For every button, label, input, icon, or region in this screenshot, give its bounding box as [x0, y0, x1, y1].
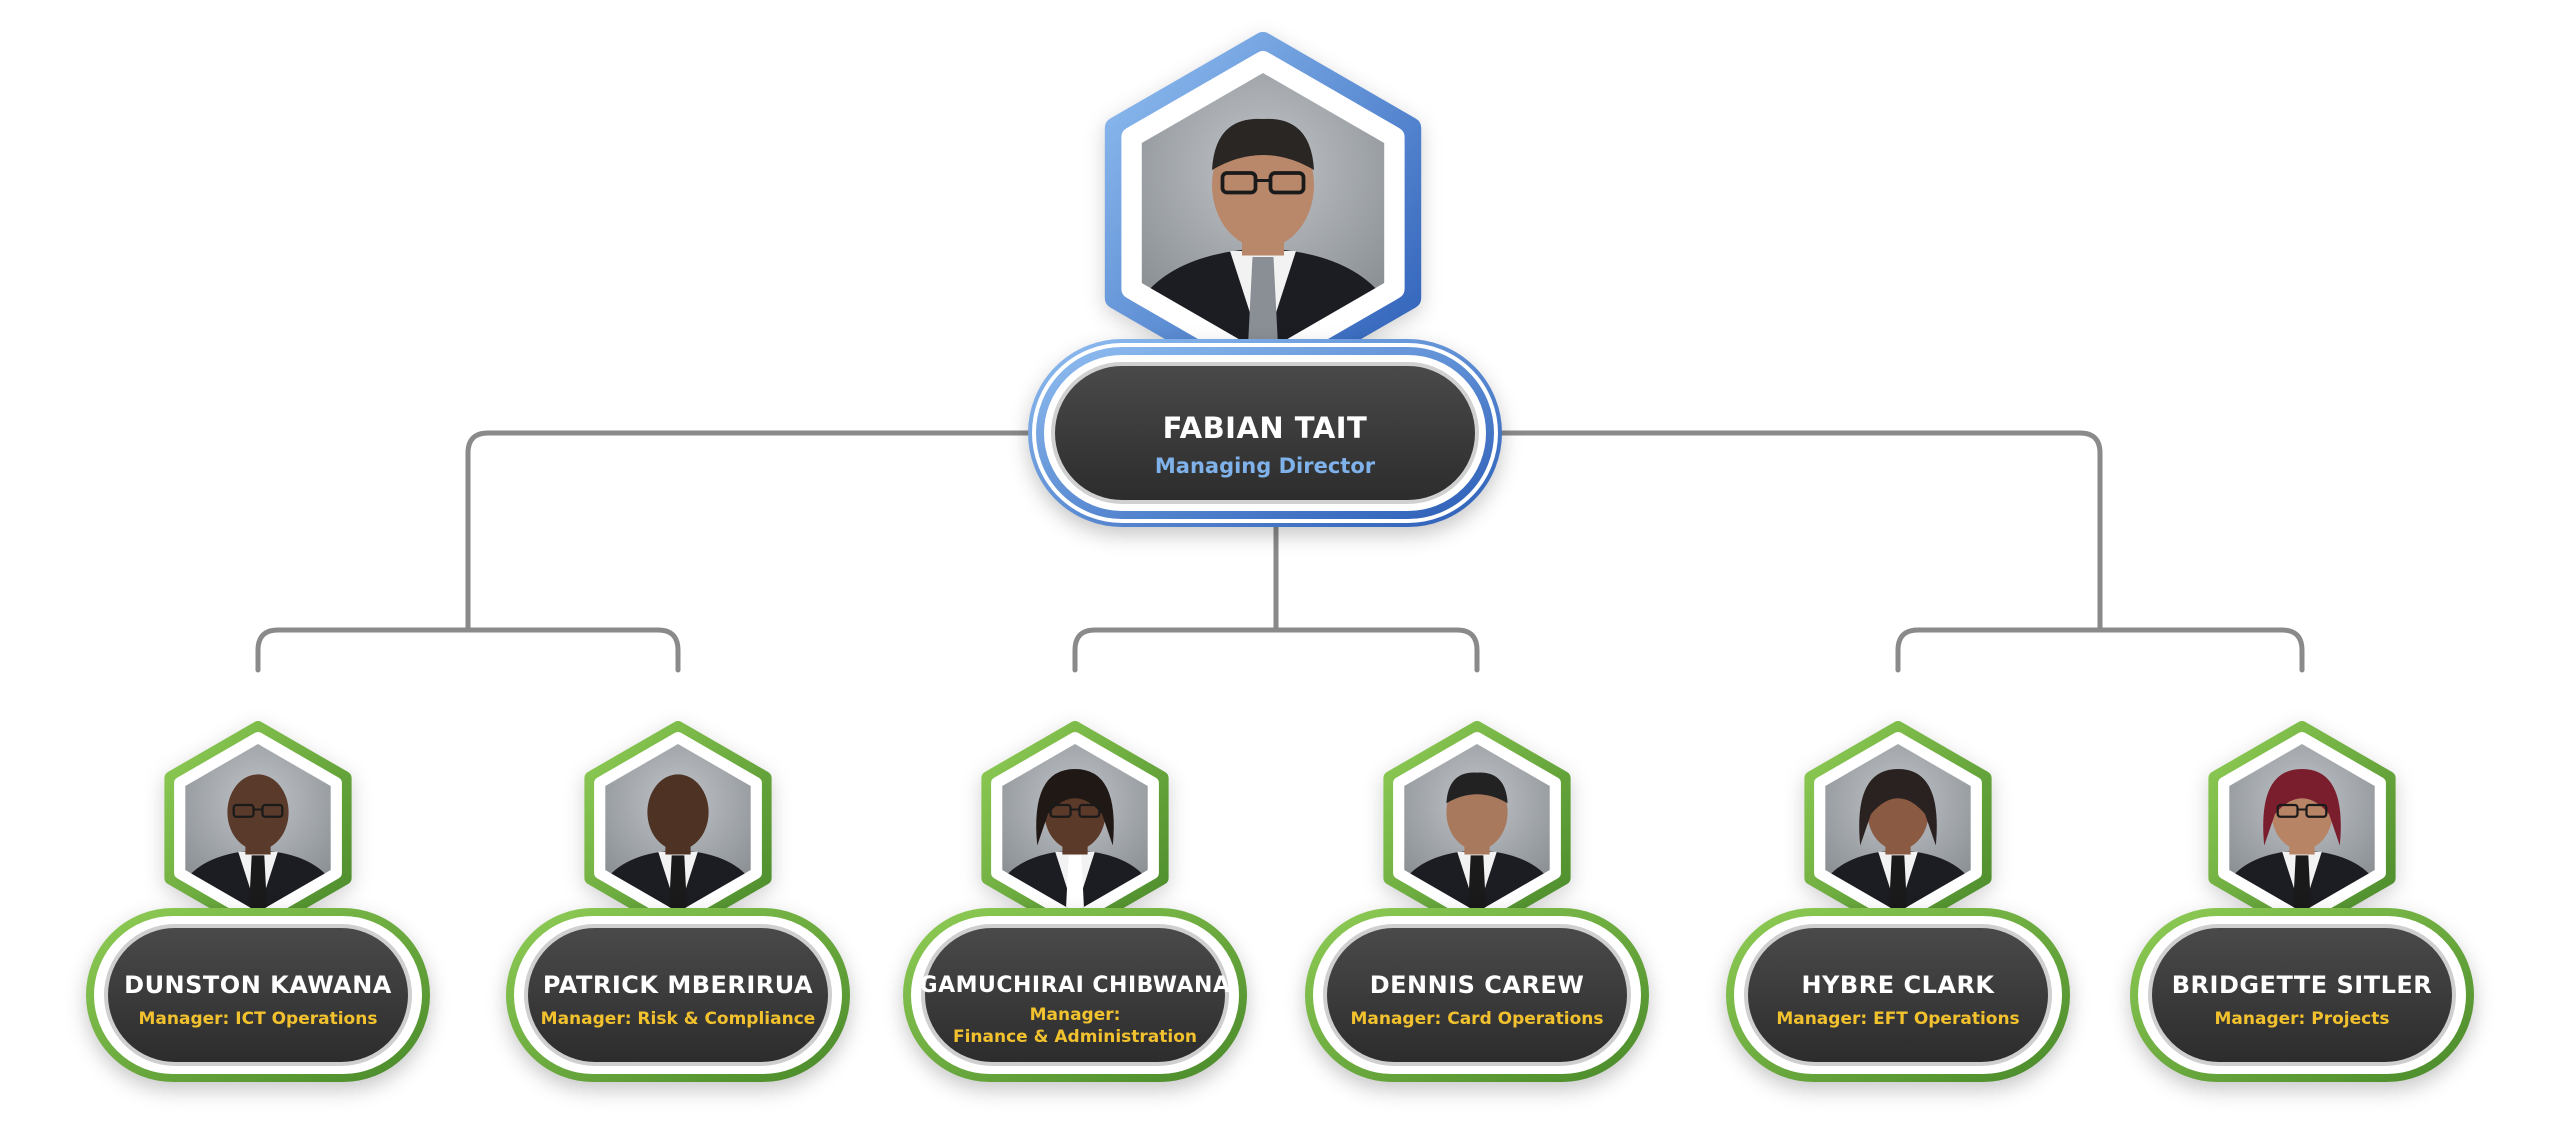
- connector-bar-group-2: [1072, 627, 1480, 673]
- manager-card: [1726, 908, 2070, 1082]
- manager-nodes: DUNSTON KAWANA Manager: ICT Operations PAT…: [86, 721, 2474, 1082]
- manager-name: DUNSTON KAWANA: [124, 971, 392, 999]
- manager-name: DENNIS CAREW: [1370, 971, 1585, 999]
- manager-card: [506, 908, 850, 1082]
- connector-right-group: [1487, 430, 2103, 633]
- manager-node[interactable]: PATRICK MBERIRUA Manager: Risk & Complian…: [506, 721, 850, 1082]
- manager-node[interactable]: GAMUCHIRAI CHIBWANA Manager:Finance & Adm…: [903, 721, 1247, 1082]
- manager-node[interactable]: DUNSTON KAWANA Manager: ICT Operations: [86, 721, 430, 1082]
- manager-name: GAMUCHIRAI CHIBWANA: [920, 973, 1231, 998]
- manager-card: [1305, 908, 1649, 1082]
- director-photo: [1141, 73, 1385, 353]
- connector-bar-group-3: [1895, 627, 2305, 673]
- manager-role: Manager: Risk & Compliance: [541, 1009, 816, 1029]
- director-node[interactable]: FABIAN TAIT Managing Director: [1028, 32, 1502, 527]
- connector-left-group: [465, 430, 1033, 633]
- director-role: Managing Director: [1155, 454, 1376, 478]
- manager-card: [2130, 908, 2474, 1082]
- manager-role: Manager: ICT Operations: [139, 1009, 378, 1029]
- manager-name: HYBRE CLARK: [1801, 971, 1995, 999]
- manager-node[interactable]: BRIDGETTE SITLER Manager: Projects: [2130, 721, 2474, 1082]
- manager-role: Manager: EFT Operations: [1776, 1009, 2019, 1029]
- director-card: [1028, 339, 1502, 527]
- manager-role: Finance & Administration: [953, 1027, 1197, 1047]
- manager-role: Manager: Card Operations: [1350, 1009, 1603, 1029]
- connector-lines: [255, 430, 2305, 673]
- manager-node[interactable]: HYBRE CLARK Manager: EFT Operations: [1726, 721, 2070, 1082]
- manager-role: Manager: Projects: [2215, 1009, 2390, 1029]
- director-name: FABIAN TAIT: [1163, 411, 1368, 445]
- manager-name: BRIDGETTE SITLER: [2172, 971, 2433, 999]
- manager-card: [86, 908, 430, 1082]
- manager-card: [903, 908, 1247, 1082]
- connector-bar-group-1: [255, 627, 681, 673]
- manager-role: Manager:: [1030, 1005, 1121, 1025]
- manager-node[interactable]: DENNIS CAREW Manager: Card Operations: [1305, 721, 1649, 1082]
- manager-name: PATRICK MBERIRUA: [543, 971, 813, 999]
